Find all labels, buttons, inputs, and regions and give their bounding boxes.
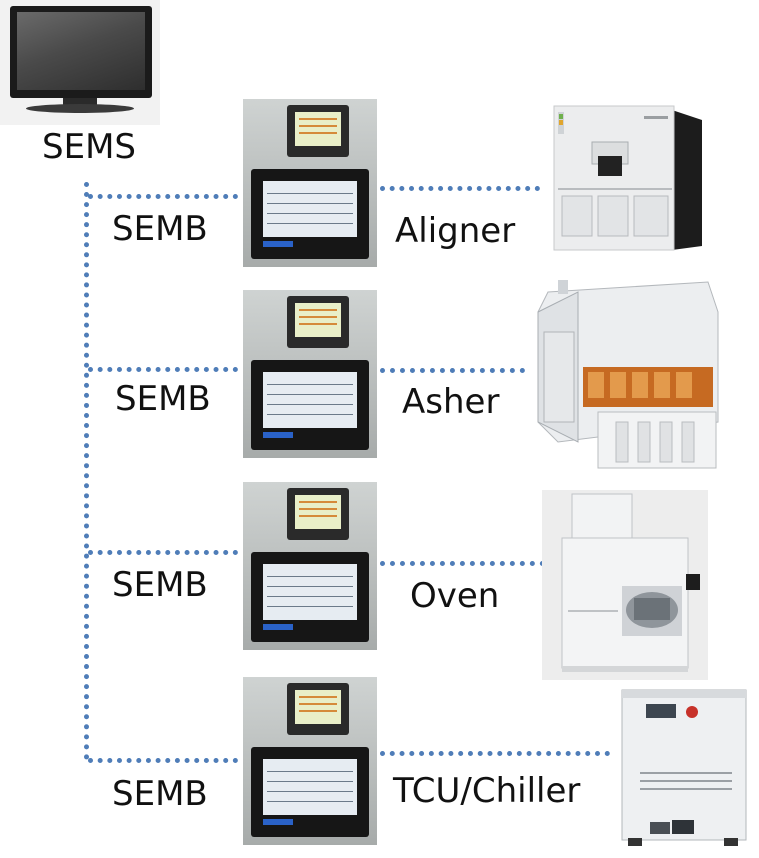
aligner-machine-icon: [553, 105, 702, 251]
branch-connector-4: [88, 758, 238, 763]
branch-connector-2: [88, 367, 238, 372]
equipment-connector-3: [380, 561, 545, 566]
equipment-label-aligner: Aligner: [395, 211, 516, 251]
sems-label: SEMS: [42, 127, 136, 167]
monitor-icon: [0, 0, 160, 125]
semb-device-icon: [243, 99, 377, 267]
semb-device-icon: [243, 482, 377, 650]
branch-connector-1: [88, 194, 238, 199]
semb-label-3: SEMB: [112, 565, 208, 605]
asher-machine-icon: [537, 280, 719, 469]
oven-machine-icon: [542, 490, 708, 680]
equipment-label-asher: Asher: [402, 382, 500, 422]
semb-label-4: SEMB: [112, 774, 208, 814]
equipment-label-oven: Oven: [410, 576, 500, 616]
semb-label-1: SEMB: [112, 209, 208, 249]
semb-label-2: SEMB: [115, 379, 211, 419]
semb-device-icon: [243, 677, 377, 845]
equipment-connector-1: [380, 186, 540, 191]
chiller-machine-icon: [621, 689, 747, 846]
semb-device-icon: [243, 290, 377, 458]
equipment-label-chiller: TCU/Chiller: [393, 771, 581, 811]
equipment-connector-4: [380, 751, 610, 756]
backbone-connector: [84, 182, 89, 760]
equipment-connector-2: [380, 368, 525, 373]
branch-connector-3: [88, 550, 238, 555]
